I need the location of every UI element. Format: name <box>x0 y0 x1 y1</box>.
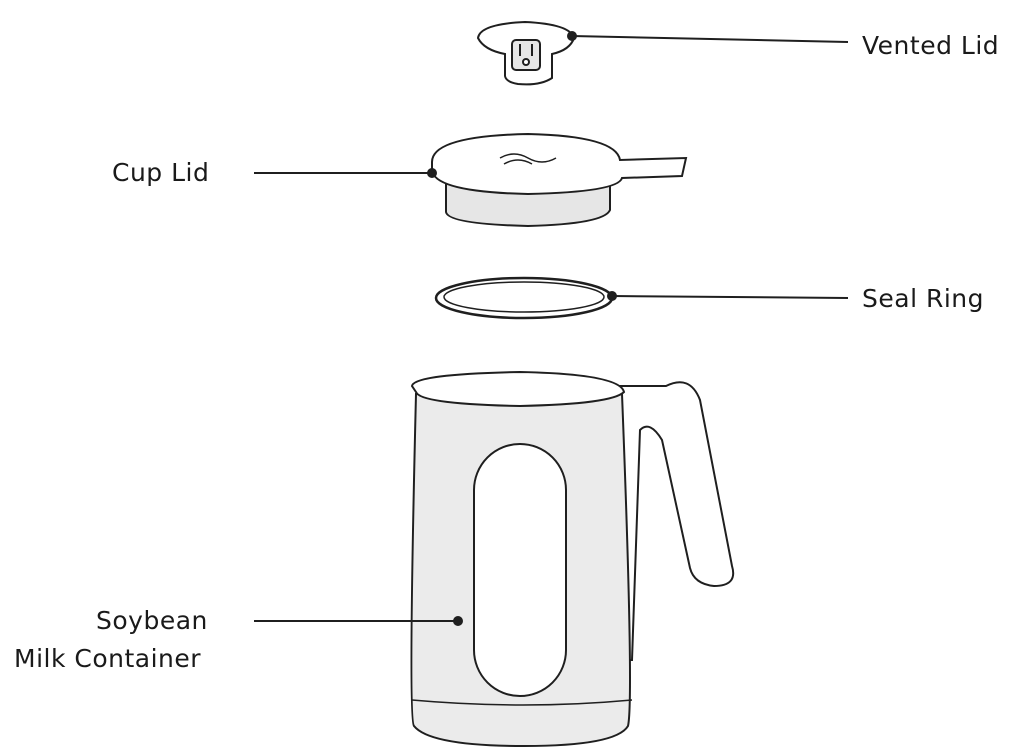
leader-dot-cup-lid <box>427 168 437 178</box>
leader-dot-container <box>453 616 463 626</box>
container-drawing <box>410 370 735 748</box>
leader-dot-seal-ring <box>607 291 617 301</box>
leader-line-seal-ring <box>611 295 849 299</box>
leader-line-vented-lid <box>571 35 849 43</box>
vented-lid-drawing <box>476 20 576 86</box>
label-container-line1: Soybean <box>96 606 208 635</box>
label-vented-lid: Vented Lid <box>862 31 1000 60</box>
seal-ring-drawing <box>434 276 614 320</box>
leader-dot-vented-lid <box>567 31 577 41</box>
label-seal-ring: Seal Ring <box>862 284 984 313</box>
leader-lines <box>254 31 849 626</box>
label-cup-lid: Cup Lid <box>112 158 210 187</box>
cup-lid-drawing <box>431 132 688 228</box>
label-container-line2: Milk Container <box>14 644 202 673</box>
